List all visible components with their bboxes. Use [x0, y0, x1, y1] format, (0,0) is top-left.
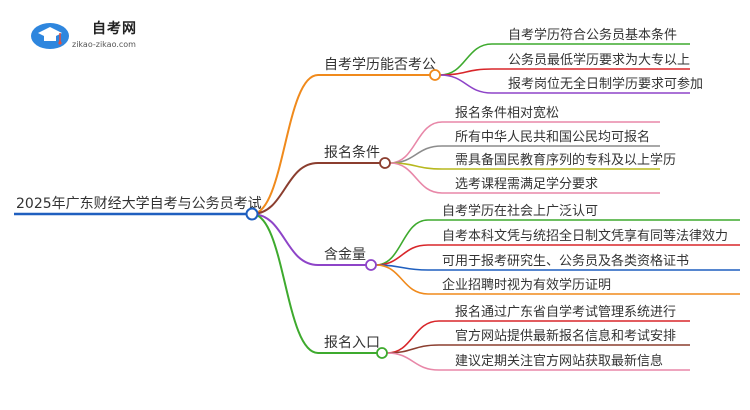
leaf-label: 选考课程需满足学分要求: [455, 176, 598, 192]
branch-label: 报名入口: [324, 335, 380, 351]
leaf-connector: [439, 74, 493, 94]
leaf-connector: [375, 244, 429, 266]
leaf-label: 公务员最低学历要求为大专以上: [508, 52, 690, 68]
branch-node: [365, 259, 377, 271]
leaf-connector: [375, 219, 429, 266]
branch-label: 含金量: [324, 247, 366, 263]
leaf-connector: [389, 121, 443, 164]
leaf-connector: [375, 264, 429, 295]
leaf-label: 官方网站提供最新报名信息和考试安排: [455, 328, 676, 344]
leaf-connector: [439, 68, 493, 76]
branch-node: [376, 347, 388, 359]
branch-node: [379, 157, 391, 169]
branch-connector: [251, 213, 319, 354]
branch-label: 报名条件: [324, 144, 380, 161]
logo-url: zikao-zikao.com: [72, 40, 136, 49]
leaf-label: 自考本科文凭与统招全日制文凭享有同等法律效力: [442, 228, 728, 244]
graduation-cap-icon: [31, 23, 69, 49]
leaf-connector: [439, 43, 493, 76]
leaf-connector: [386, 352, 440, 371]
leaf-label: 企业招聘时视为有效学历证明: [442, 277, 611, 293]
leaf-connector: [389, 145, 443, 164]
root-label: 2025年广东财经大学自考与公务员考试: [16, 196, 262, 212]
root-node: [245, 207, 259, 221]
leaf-label: 自考学历在社会上广泛认可: [442, 203, 598, 219]
leaf-label: 需具备国民教育序列的专科及以上学历: [455, 152, 676, 168]
branch-connector: [251, 162, 319, 215]
leaf-label: 所有中华人民共和国公民均可报名: [455, 129, 650, 145]
leaf-label: 报名条件相对宽松: [455, 105, 559, 121]
logo-name: 自考网: [92, 21, 137, 37]
branch-connector: [251, 213, 319, 266]
leaf-label: 建议定期关注官方网站获取最新信息: [455, 353, 663, 369]
branch-label: 自考学历能否考公: [324, 57, 436, 73]
leaf-label: 报名通过广东省自学考试管理系统进行: [455, 304, 676, 320]
leaf-label: 报考岗位无全日制学历要求可参加: [508, 76, 703, 92]
leaf-label: 自考学历符合公务员基本条件: [508, 27, 677, 43]
leaf-label: 可用于报考研究生、公务员及各类资格证书: [442, 253, 689, 269]
branch-connector: [251, 74, 319, 215]
site-logo[interactable]: 自考网 zikao-zikao.com: [30, 16, 170, 56]
branch-node: [429, 69, 441, 81]
leaf-connector: [389, 162, 443, 194]
